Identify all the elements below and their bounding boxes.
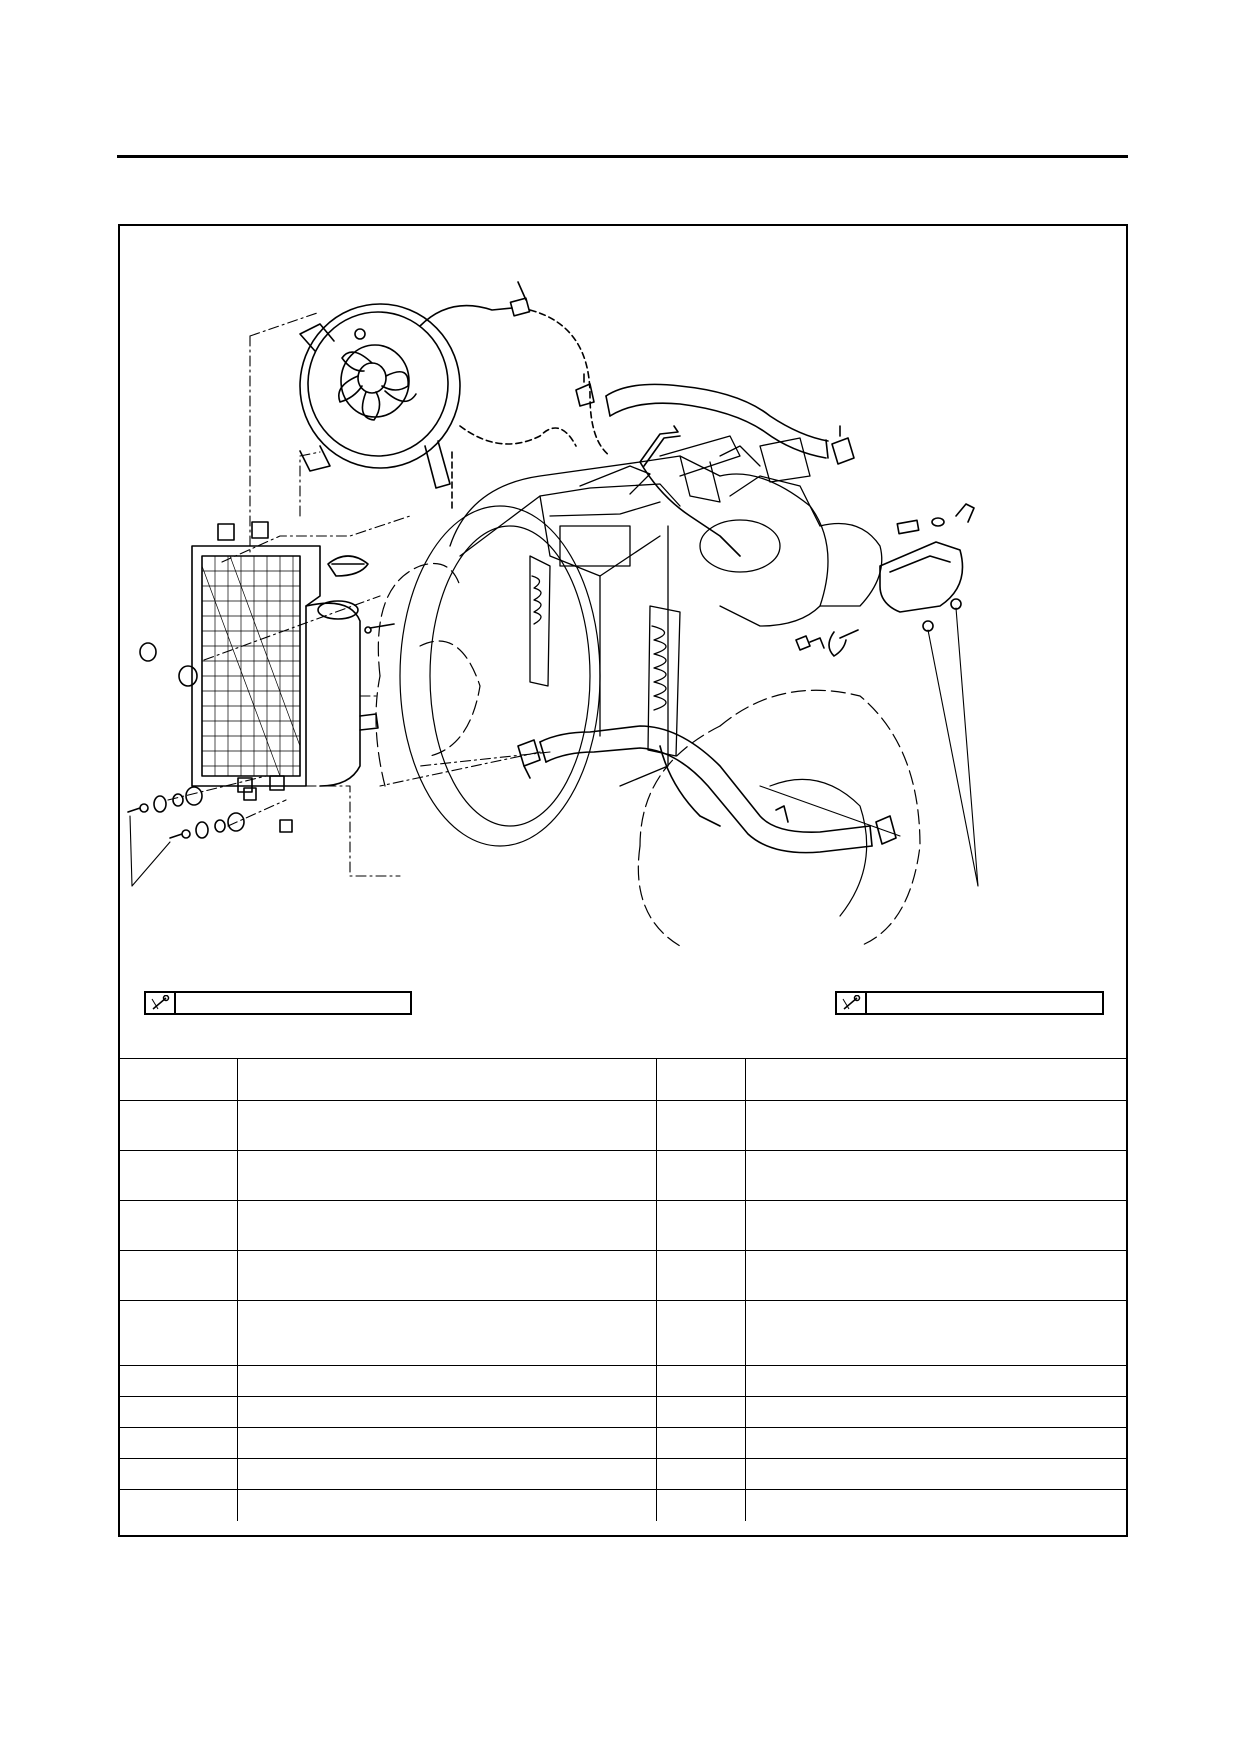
table-cell [655, 1396, 746, 1428]
upper-radiator-hose [575, 373, 855, 465]
radiator-fasteners [127, 786, 293, 839]
table-cell [236, 1150, 657, 1201]
table-cell [236, 1250, 657, 1301]
water-pump-parts [795, 503, 975, 657]
table-row [118, 1427, 1128, 1459]
table-cell [118, 1250, 238, 1301]
table-row [118, 1100, 1128, 1151]
table-cell [236, 1396, 657, 1428]
table-cell [118, 1427, 238, 1459]
table-cell [655, 1300, 746, 1366]
table-cell [118, 1100, 238, 1151]
radiator [139, 521, 395, 793]
table-cell [655, 1427, 746, 1459]
table-cell [236, 1458, 657, 1490]
table-cell [655, 1200, 746, 1251]
table-cell [118, 1396, 238, 1428]
torque-wrench-icon [146, 993, 176, 1013]
table-cell [655, 1458, 746, 1490]
exploded-view-diagram [127, 281, 979, 947]
table-cell [118, 1458, 238, 1490]
table-cell [744, 1458, 1128, 1490]
parts-table [118, 1058, 1128, 1521]
table-cell [655, 1150, 746, 1201]
table-cell [655, 1365, 746, 1397]
front-left-wheel [375, 505, 601, 847]
table-cell [744, 1396, 1128, 1428]
table-cell [655, 1489, 746, 1521]
table-cell [236, 1200, 657, 1251]
cooling-fan [299, 281, 531, 489]
table-cell [118, 1365, 238, 1397]
table-cell [118, 1150, 238, 1201]
torque-box-left [144, 991, 412, 1015]
table-cell [236, 1489, 657, 1521]
table-header-cell [118, 1058, 238, 1101]
table-header-cell [744, 1058, 1128, 1101]
table-cell [236, 1365, 657, 1397]
table-cell [118, 1489, 238, 1521]
table-cell [655, 1100, 746, 1151]
table-row [118, 1489, 1128, 1521]
table-row [118, 1365, 1128, 1397]
table-cell [744, 1365, 1128, 1397]
table-header-cell [655, 1058, 746, 1101]
table-cell [744, 1489, 1128, 1521]
table-cell [744, 1100, 1128, 1151]
lower-radiator-hose [517, 725, 897, 854]
table-header-row [118, 1058, 1128, 1101]
table-cell [744, 1200, 1128, 1251]
vehicle-frame [449, 435, 883, 787]
table-cell [236, 1100, 657, 1151]
table-cell [744, 1150, 1128, 1201]
table-row [118, 1458, 1128, 1490]
content-frame [118, 224, 1128, 1537]
table-row [118, 1150, 1128, 1201]
header-rule [117, 155, 1128, 158]
table-cell [118, 1300, 238, 1366]
table-cell [655, 1250, 746, 1301]
table-cell [236, 1427, 657, 1459]
front-shocks [529, 555, 681, 757]
table-cell [744, 1300, 1128, 1366]
rear-right-wheel [637, 689, 921, 947]
table-cell [118, 1200, 238, 1251]
table-row [118, 1300, 1128, 1366]
torque-box-right [835, 991, 1104, 1015]
table-cell [236, 1300, 657, 1366]
table-row [118, 1250, 1128, 1301]
table-row [118, 1396, 1128, 1428]
torque-wrench-icon [837, 993, 867, 1013]
table-cell [744, 1427, 1128, 1459]
table-row [118, 1200, 1128, 1251]
table-cell [744, 1250, 1128, 1301]
table-header-cell [236, 1058, 657, 1101]
